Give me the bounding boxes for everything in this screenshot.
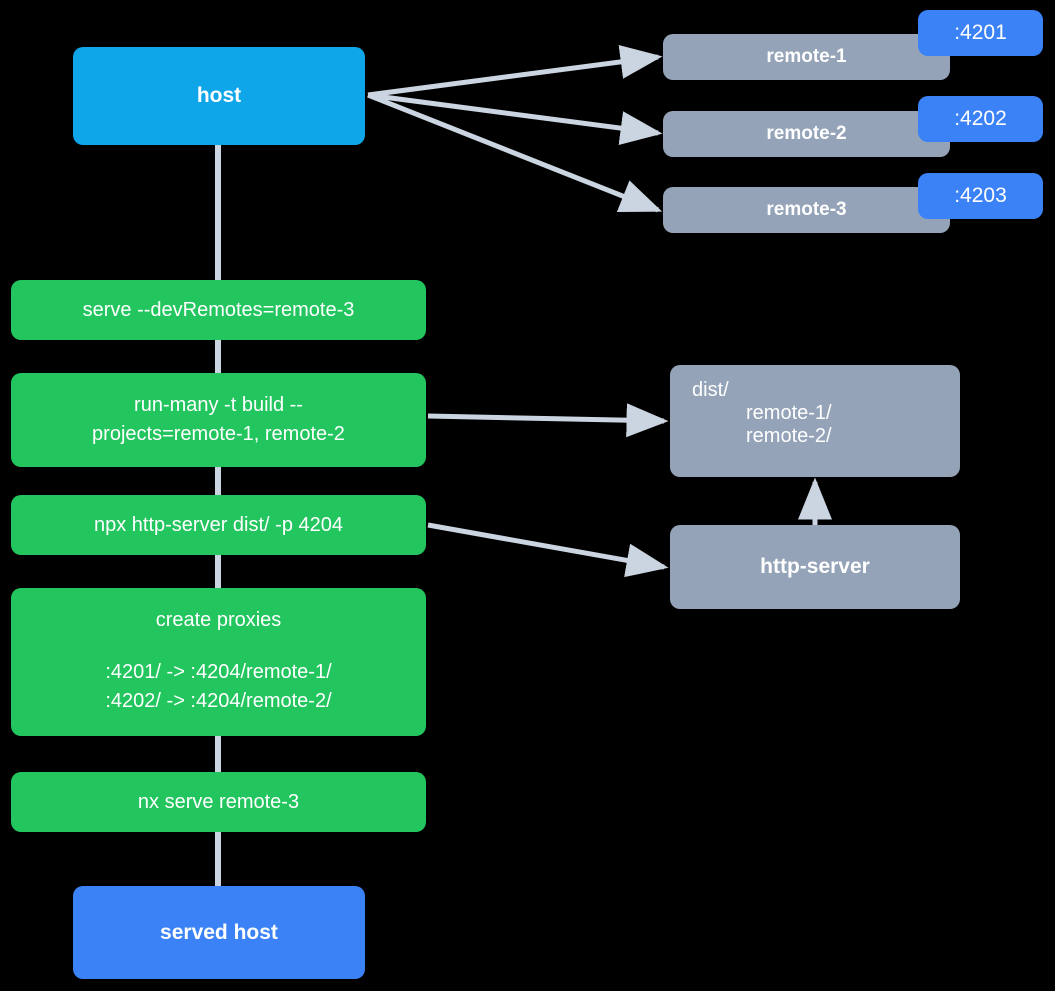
node-command-serve-devremotes[interactable]: serve --devRemotes=remote-3 <box>11 280 426 340</box>
node-remote-1-label: remote-1 <box>766 46 847 67</box>
dist-folder-line-3: remote-2/ <box>746 425 832 447</box>
node-command-nx-serve-remote-3[interactable]: nx serve remote-3 <box>11 772 426 832</box>
command-run-many-line-2: projects=remote-1, remote-2 <box>92 423 345 445</box>
edge-npx-to-httpserver <box>427 522 669 578</box>
command-create-proxies-line-2: :4202/ -> :4204/remote-2/ <box>105 689 332 712</box>
port-badge-remote-2-label: :4202 <box>954 107 1007 130</box>
port-badge-remote-3-label: :4203 <box>954 184 1007 207</box>
node-remote-3-label: remote-3 <box>766 199 847 220</box>
node-host-label: host <box>196 84 242 107</box>
command-create-proxies-title: create proxies <box>155 608 282 631</box>
node-served-host[interactable]: served host <box>73 886 365 979</box>
edge-runmany-to-dist <box>427 403 669 438</box>
command-run-many-line-1: run-many -t build -- <box>134 394 303 416</box>
command-nx-serve-remote-3-label: nx serve remote-3 <box>137 790 300 813</box>
node-command-npx-http-server[interactable]: npx http-server dist/ -p 4204 <box>11 495 426 555</box>
node-command-create-proxies[interactable]: create proxies :4201/ -> :4204/remote-1/… <box>11 588 426 736</box>
edge-host-to-remote-3 <box>367 92 663 213</box>
node-served-host-label: served host <box>160 920 278 944</box>
edge-host-to-remote-1 <box>367 45 663 98</box>
edge-host-to-remote-2 <box>367 92 663 145</box>
node-host[interactable]: host <box>73 47 365 145</box>
port-badge-remote-1-label: :4201 <box>954 21 1007 44</box>
port-badge-remote-3: :4203 <box>918 173 1043 219</box>
dist-folder-line-2: remote-1/ <box>746 402 832 424</box>
node-remote-1[interactable]: remote-1 <box>663 34 950 80</box>
port-badge-remote-2: :4202 <box>918 96 1043 142</box>
node-dist-folder[interactable]: dist/ remote-1/ remote-2/ <box>670 365 960 477</box>
node-remote-3[interactable]: remote-3 <box>663 187 950 233</box>
node-command-run-many[interactable]: run-many -t build -- projects=remote-1, … <box>11 373 426 467</box>
dist-folder-line-1: dist/ <box>692 379 729 401</box>
node-http-server-label: http-server <box>760 555 870 578</box>
node-remote-2-label: remote-2 <box>766 123 847 144</box>
command-serve-devremotes-label: serve --devRemotes=remote-3 <box>82 298 355 321</box>
port-badge-remote-1: :4201 <box>918 10 1043 56</box>
node-remote-2[interactable]: remote-2 <box>663 111 950 157</box>
command-create-proxies-line-1: :4201/ -> :4204/remote-1/ <box>105 660 332 683</box>
command-npx-http-server-label: npx http-server dist/ -p 4204 <box>93 513 343 536</box>
node-http-server[interactable]: http-server <box>670 525 960 609</box>
